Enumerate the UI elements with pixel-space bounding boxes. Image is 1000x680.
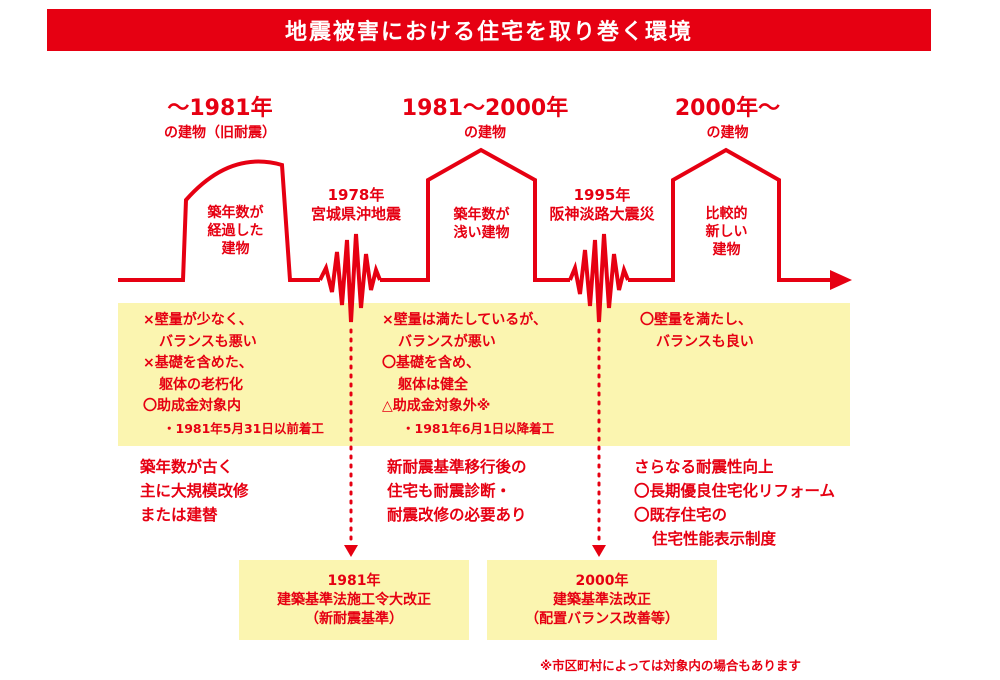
condition-line: 〇壁量を満たし、 <box>640 312 752 328</box>
conditions-old: ×壁量が少なく、 バランスも悪い ×基礎を含めた、 躯体の老朽化 〇助成金対象内… <box>143 310 324 439</box>
era-year: 〜1981年 <box>167 96 273 121</box>
condition-line: バランスが悪い <box>398 333 496 350</box>
house-line: 浅い建物 <box>453 225 510 241</box>
condition-note: ・1981年5月31日以前着工 <box>163 420 324 436</box>
condition-line: △助成金対象外※ <box>382 398 491 414</box>
era-sub: の建物（旧耐震） <box>164 125 276 141</box>
house-line: 比較的 <box>705 206 748 222</box>
law-line: （配置バランス改善等） <box>525 610 679 627</box>
conditions-mid: ×壁量は満たしているが、 バランスが悪い 〇基礎を含め、 躯体は健全 △助成金対… <box>382 310 554 439</box>
condition-line: 〇基礎を含め、 <box>382 355 480 371</box>
advice-line: または建替 <box>140 506 218 524</box>
condition-line: 躯体の老朽化 <box>159 376 243 393</box>
era-sub: の建物 <box>706 125 749 141</box>
seismic-wave-1995 <box>568 233 630 323</box>
house-label-old: 築年数が 経過した 建物 <box>188 204 283 258</box>
conditions-band <box>118 303 850 446</box>
advice-new: さらなる耐震性向上 〇長期優良住宅化リフォーム 〇既存住宅の 住宅性能表示制度 <box>634 455 835 551</box>
law-line: 1981年 <box>327 572 381 589</box>
quake-year: 1995年 <box>573 186 631 204</box>
house-line: 建物 <box>221 241 250 257</box>
condition-line: バランスも良い <box>656 333 754 350</box>
timeline-segment-3 <box>628 147 830 282</box>
advice-line: 住宅も耐震診断・ <box>387 482 512 500</box>
house-label-new: 比較的 新しい 建物 <box>675 205 778 259</box>
connector-arrowhead-2000 <box>592 545 606 557</box>
quake-name: 阪神淡路大震災 <box>549 205 655 223</box>
house-line: 築年数が <box>453 207 510 223</box>
advice-line: 〇長期優良住宅化リフォーム <box>634 482 836 500</box>
timeline-segment-2 <box>380 147 570 282</box>
law-line: 建築基準法改正 <box>553 591 651 608</box>
house-line: 建物 <box>712 242 741 258</box>
advice-line: 主に大規模改修 <box>140 482 249 500</box>
footnote: ※市区町村によっては対象内の場合もあります <box>540 658 801 673</box>
page-title: 地震被害における住宅を取り巻く環境 <box>47 9 931 51</box>
house-line: 築年数が <box>207 205 264 221</box>
era-year: 1981〜2000年 <box>401 96 569 121</box>
law-line: （新耐震基準） <box>305 610 403 627</box>
quake-label-1978: 1978年 宮城県沖地震 <box>300 186 412 224</box>
advice-old: 築年数が古く 主に大規模改修 または建替 <box>140 455 249 527</box>
condition-line: ×壁量は満たしているが、 <box>382 312 548 328</box>
seismic-wave-1978 <box>318 233 382 323</box>
house-label-mid: 築年数が 浅い建物 <box>430 206 533 242</box>
era-sub: の建物 <box>464 125 506 141</box>
condition-line: ×基礎を含めた、 <box>143 355 253 371</box>
law-box-2000: 2000年 建築基準法改正 （配置バランス改善等） <box>487 560 717 640</box>
condition-line: ×壁量が少なく、 <box>143 312 253 328</box>
quake-year: 1978年 <box>327 186 385 204</box>
timeline-arrowhead <box>830 270 852 290</box>
condition-line: 〇助成金対象内 <box>143 398 241 414</box>
advice-line: 築年数が古く <box>140 458 234 476</box>
era-new: 2000年〜 の建物 <box>655 90 800 142</box>
advice-line: さらなる耐震性向上 <box>634 458 774 476</box>
law-box-1981: 1981年 建築基準法施工令大改正 （新耐震基準） <box>239 560 469 640</box>
conditions-new: 〇壁量を満たし、 バランスも良い <box>640 310 754 353</box>
condition-line: 躯体は健全 <box>398 376 468 393</box>
law-line: 建築基準法施工令大改正 <box>277 591 431 608</box>
advice-line: 新耐震基準移行後の <box>387 458 527 476</box>
connector-arrowhead-1981 <box>344 545 358 557</box>
quake-label-1995: 1995年 阪神淡路大震災 <box>534 186 670 224</box>
timeline-segment-1 <box>118 159 320 282</box>
advice-line: 〇既存住宅の <box>634 506 728 524</box>
house-line: 経過した <box>207 223 264 239</box>
advice-line: 住宅性能表示制度 <box>652 530 777 548</box>
era-old: 〜1981年 の建物（旧耐震） <box>150 90 290 142</box>
era-year: 2000年〜 <box>674 96 781 121</box>
law-line: 2000年 <box>575 572 629 589</box>
era-mid: 1981〜2000年 の建物 <box>390 90 580 142</box>
advice-mid: 新耐震基準移行後の 住宅も耐震診断・ 耐震改修の必要あり <box>387 455 527 527</box>
condition-note: ・1981年6月1日以降着工 <box>402 420 555 436</box>
quake-name: 宮城県沖地震 <box>310 205 401 223</box>
advice-line: 耐震改修の必要あり <box>387 506 527 524</box>
house-line: 新しい <box>705 224 748 240</box>
condition-line: バランスも悪い <box>159 333 257 350</box>
